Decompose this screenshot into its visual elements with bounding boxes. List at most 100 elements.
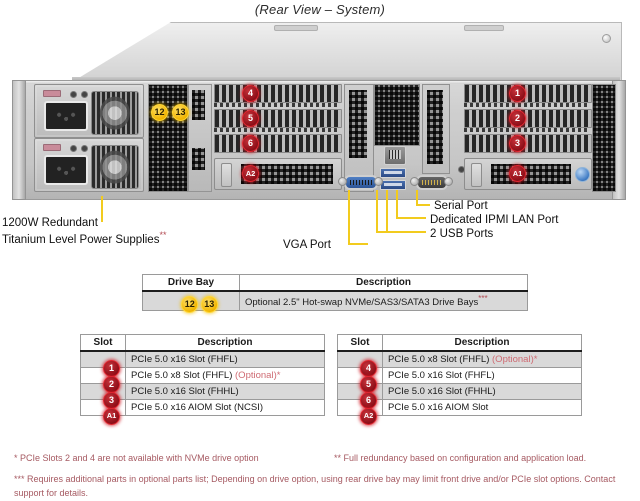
slot-description-text: PCIe 5.0 x16 AIOM Slot (NCSI): [131, 402, 263, 413]
power-supply-module-top: [34, 84, 144, 138]
table-row: 4 PCIe 5.0 x8 Slot (FHFL) (Optional)*: [337, 350, 582, 377]
page-title: (Rear View – System): [254, 2, 386, 17]
aiom-ports: [491, 164, 571, 184]
slot-description-text: PCIe 5.0 x16 Slot (FHFL): [131, 354, 238, 365]
psu-led-icon: [70, 145, 77, 152]
vga-screw-icon: [374, 177, 383, 186]
io-panel-left: [344, 84, 374, 192]
usb-port-lower: [380, 180, 406, 190]
leader-line-vga: [348, 190, 350, 245]
callout-power-supplies: 1200W Redundant Titanium Level Power Sup…: [2, 216, 166, 248]
slot-cell: 4: [337, 350, 383, 377]
leader-line-usb-b: [386, 190, 388, 233]
slot-cell: 1: [80, 350, 126, 377]
drive-bay-range-cell: 12—13: [142, 290, 240, 313]
slot-optional-text: (Optional)*: [492, 354, 538, 365]
slot-description-cell: PCIe 5.0 x16 Slot (FHHL): [382, 383, 582, 400]
chassis-side-vent: [592, 84, 616, 192]
slot-badge-cell-2: 2: [103, 375, 120, 393]
slot-badge-cell-1: 1: [103, 359, 120, 377]
vga-port: [344, 175, 378, 190]
leader-line-ipmi: [396, 190, 398, 219]
ipmi-lan-port: [384, 146, 406, 165]
slot-description-text: PCIe 5.0 x16 Slot (FHFL): [388, 370, 495, 381]
aiom-module-a2: [214, 158, 342, 190]
usb-port-upper: [380, 168, 406, 178]
callout-psu-line2: Titanium Level Power Supplies: [2, 234, 160, 247]
table-row: 1 PCIe 5.0 x16 Slot (FHFL): [80, 350, 325, 377]
chassis-rail-left: [12, 80, 26, 200]
leader-line-psu: [101, 196, 103, 222]
motherboard-io-vent: [374, 84, 420, 146]
leader-line-serial: [416, 190, 418, 206]
slot-badge-a1: A1: [509, 165, 526, 182]
slot-table-right: Slot Description 4 PCIe 5.0 x8 Slot (FHF…: [337, 334, 582, 425]
rear-bay-connector: [192, 148, 205, 170]
psu-fan-icon: [91, 91, 139, 135]
uid-button[interactable]: [575, 167, 590, 182]
pcie-card-slot-5: [214, 109, 342, 128]
drive-bay-header-bay: Drive Bay: [142, 274, 240, 292]
callout-vga-port: VGA Port: [283, 239, 331, 251]
slot-badge-cell-6: 6: [360, 391, 377, 409]
slot-separator: [214, 128, 340, 132]
drive-bay-badge-13-cell: 13: [200, 295, 218, 313]
pcie-card-slot-2: [464, 109, 592, 128]
io-vent: [427, 90, 443, 164]
drive-bay-table: Drive Bay Description 12—13 Optional 2.5…: [142, 274, 528, 313]
table-row: A1 PCIe 5.0 x16 AIOM Slot (NCSI): [80, 399, 325, 425]
power-inlet-c14: [44, 155, 88, 185]
aiom-ports: [241, 164, 333, 184]
power-inlet-c14: [44, 101, 88, 131]
leader-line-ipmi-h: [396, 217, 426, 219]
slot-description-cell: PCIe 5.0 x16 Slot (FHFL): [125, 350, 325, 368]
slot-description-text: PCIe 5.0 x8 Slot (FHFL): [388, 354, 493, 365]
psu-label: [43, 144, 61, 151]
slot-description-text: PCIe 5.0 x8 Slot (FHFL): [131, 370, 236, 381]
slot-table-left-header-row: Slot Description: [80, 334, 325, 352]
rear-bay-connector: [192, 90, 205, 120]
slot-table-left-header-description: Description: [125, 334, 325, 352]
slot-badge-cell-4: 4: [360, 359, 377, 377]
drive-bay-table-row: 12—13 Optional 2.5" Hot-swap NVMe/SAS3/S…: [142, 290, 528, 313]
table-row: 5 PCIe 5.0 x16 Slot (FHFL): [337, 367, 582, 393]
psu-led-icon: [81, 145, 88, 152]
slot-table-right-header-slot: Slot: [337, 334, 383, 352]
pcie-card-slot-3: [464, 134, 592, 153]
leader-line-usb-h: [376, 231, 426, 233]
callout-psu-line2-wrap: Titanium Level Power Supplies**: [2, 230, 166, 247]
slot-table-left: Slot Description 1 PCIe 5.0 x16 Slot (FH…: [80, 334, 325, 425]
slot-description-text: PCIe 5.0 x16 AIOM Slot: [388, 402, 489, 413]
io-panel-right: [422, 84, 450, 174]
slot-description-text: PCIe 5.0 x16 Slot (FHHL): [388, 386, 496, 397]
slot-table-right-header-row: Slot Description: [337, 334, 582, 352]
slot-table-left-header-slot: Slot: [80, 334, 126, 352]
power-supply-module-bottom: [34, 138, 144, 192]
slot-description-cell: PCIe 5.0 x16 Slot (FHHL): [125, 383, 325, 400]
psu-fan-icon: [91, 145, 139, 189]
drive-bay-header-description: Description: [239, 274, 528, 292]
drive-bay-table-header-row: Drive Bay Description: [142, 274, 528, 292]
slot-badge-3: 3: [509, 135, 526, 152]
pcie-card-slot-6: [214, 134, 342, 153]
slot-badge-cell-5: 5: [360, 375, 377, 393]
chassis-top-lid: [72, 22, 622, 82]
aiom-handle: [471, 163, 482, 187]
slot-badge-6: 6: [242, 135, 259, 152]
slot-badge-2: 2: [509, 110, 526, 127]
serial-screw-icon: [410, 177, 419, 186]
slot-badge-cell-3: 3: [103, 391, 120, 409]
slot-description-text: PCIe 5.0 x16 Slot (FHHL): [131, 386, 239, 397]
slot-description-cell: PCIe 5.0 x16 AIOM Slot: [382, 399, 582, 416]
drive-bay-badge-12-cell: 12: [181, 295, 199, 313]
io-vent: [349, 90, 367, 158]
callout-serial-port: Serial Port: [434, 200, 488, 212]
callout-psu-sup: **: [159, 230, 167, 241]
leader-line-serial-h: [416, 204, 430, 206]
lid-tab: [464, 25, 504, 31]
footnote-two: ** Full redundancy based on configuratio…: [334, 453, 587, 463]
psu-led-icon: [70, 91, 77, 98]
pcie-card-slot-1: [464, 84, 592, 103]
callout-ipmi-lan-port: Dedicated IPMI LAN Port: [430, 214, 559, 226]
